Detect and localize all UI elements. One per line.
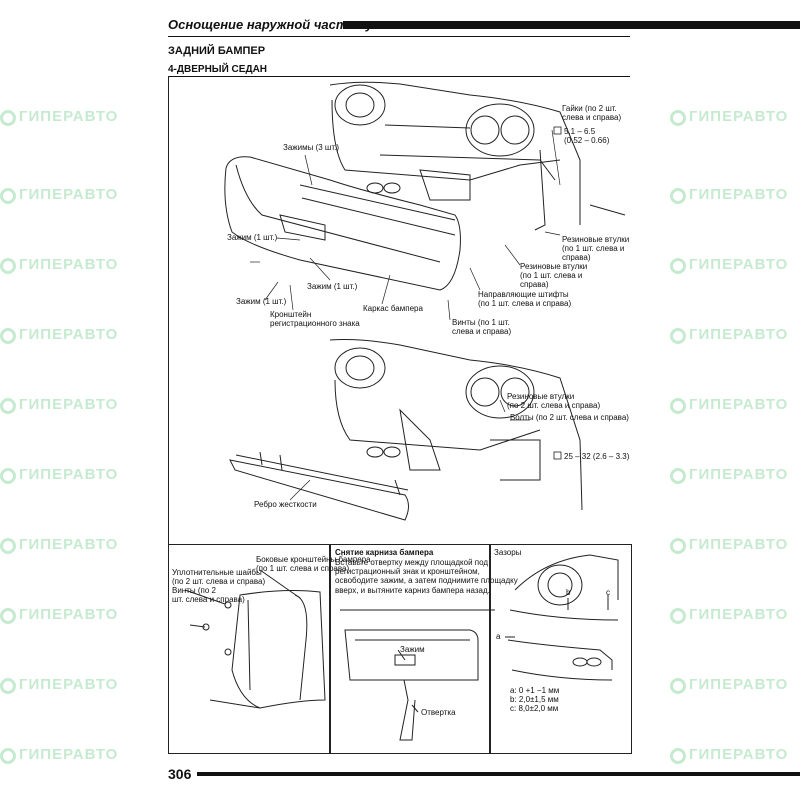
watermark-logo-icon <box>670 398 686 414</box>
watermark: ГИПЕРАВТО <box>0 396 118 414</box>
label-bumper-cover: Каркас бампера <box>363 304 423 313</box>
watermark: ГИПЕРАВТО <box>0 186 118 204</box>
watermark-logo-icon <box>0 678 16 694</box>
label-clip-small: Зажим <box>400 645 425 654</box>
watermark: ГИПЕРАВТО <box>670 536 788 554</box>
label-torque-1: 5.1 – 6.5 (0.52 – 0.66) <box>564 127 610 146</box>
label-reinforcement: Ребро жесткости <box>254 500 317 509</box>
torque-wrench-icon <box>553 451 562 460</box>
watermark-logo-icon <box>0 328 16 344</box>
page-number: 306 <box>168 766 192 782</box>
watermark: ГИПЕРАВТО <box>670 186 788 204</box>
label-clips-3: Зажимы (3 шт.) <box>283 143 339 152</box>
left-border <box>168 76 169 544</box>
label-torque-2: 25 – 32 (2.6 – 3.3) <box>564 452 630 461</box>
watermark-logo-icon <box>0 748 16 764</box>
label-bolts: Болты (по 2 шт. слева и справа) <box>510 413 629 422</box>
label-gaps: Зазоры <box>494 548 522 557</box>
watermark-logo-icon <box>0 538 16 554</box>
watermark-logo-icon <box>670 468 686 484</box>
watermark-logo-icon <box>0 188 16 204</box>
header-bar <box>343 21 800 29</box>
section-title: ЗАДНИЙ БАМПЕР <box>168 45 266 57</box>
header-rule <box>168 36 630 37</box>
watermark: ГИПЕРАВТО <box>0 108 118 126</box>
label-screws-2: Винты (по 2 шт. слева и справа) <box>172 586 245 605</box>
watermark: ГИПЕРАВТО <box>0 676 118 694</box>
car-rear-drawing-middle <box>329 339 583 511</box>
label-guide-pins: Направляющие штифты (по 1 шт. слева и сп… <box>478 290 572 309</box>
watermark-logo-icon <box>670 188 686 204</box>
watermark-logo-icon <box>0 110 16 126</box>
label-rubber-bush-1: Резиновые втулки (по 1 шт. слева и справ… <box>562 235 630 263</box>
watermark-logo-icon <box>670 538 686 554</box>
watermark-logo-icon <box>0 258 16 274</box>
watermark-logo-icon <box>0 608 16 624</box>
watermark: ГИПЕРАВТО <box>670 108 788 126</box>
watermark-logo-icon <box>670 678 686 694</box>
label-nuts: Гайки (по 2 шт. слева и справа) <box>562 104 622 123</box>
car-rear-drawing-top <box>329 81 626 231</box>
reinforcement-drawing <box>229 451 409 521</box>
side-brackets-panel <box>168 544 330 754</box>
watermark: ГИПЕРАВТО <box>670 466 788 484</box>
gap-b-letter: b <box>566 588 571 597</box>
watermark: ГИПЕРАВТО <box>0 606 118 624</box>
license-bracket-drawing <box>340 609 495 741</box>
watermark: ГИПЕРАВТО <box>0 326 118 344</box>
label-clip-1c: Зажим (1 шт.) <box>307 282 358 291</box>
watermark: ГИПЕРАВТО <box>0 536 118 554</box>
label-washers: Уплотнительные шайбы (по 2 шт. слева и с… <box>172 568 266 587</box>
watermark-logo-icon <box>670 748 686 764</box>
label-rubber-bush-2: Резиновые втулки (по 1 шт. слева и справ… <box>520 262 588 290</box>
watermark-logo-icon <box>670 608 686 624</box>
watermark-logo-icon <box>670 110 686 126</box>
torque-wrench-icon <box>553 126 562 135</box>
label-rubber-bush-3: Резиновые втулки (по 2 шт. слева и справ… <box>507 392 601 411</box>
removal-text: Вставьте отвертку между площадкой под ре… <box>335 558 518 595</box>
watermark: ГИПЕРАВТО <box>670 396 788 414</box>
watermark: ГИПЕРАВТО <box>670 606 788 624</box>
watermark: ГИПЕРАВТО <box>670 326 788 344</box>
label-screws-1: Винты (по 1 шт. слева и справа) <box>452 318 512 337</box>
label-clip-1a: Зажим (1 шт.) <box>227 233 278 242</box>
gap-c-letter: c <box>606 588 610 597</box>
gap-check-drawing <box>505 554 619 681</box>
watermark: ГИПЕРАВТО <box>670 676 788 694</box>
bumper-cover-drawing <box>224 156 461 291</box>
watermark-logo-icon <box>670 258 686 274</box>
watermark-logo-icon <box>0 398 16 414</box>
label-clip-1b: Зажим (1 шт.) <box>236 297 287 306</box>
gap-values: a: 0 +1 −1 мм b: 2,0±1,5 мм c: 8,0±2,0 м… <box>510 686 560 714</box>
watermark: ГИПЕРАВТО <box>670 746 788 764</box>
watermark-logo-icon <box>0 468 16 484</box>
subtitle-rule <box>168 76 630 77</box>
side-bracket-drawing <box>184 569 326 709</box>
watermark-logo-icon <box>670 328 686 344</box>
removal-title: Снятие карниза бампера <box>335 548 434 557</box>
watermark: ГИПЕРАВТО <box>0 466 118 484</box>
gap-a-letter: a <box>496 632 501 641</box>
watermark: ГИПЕРАВТО <box>670 256 788 274</box>
gaps-panel <box>490 544 632 754</box>
watermark: ГИПЕРАВТО <box>0 746 118 764</box>
removal-panel <box>330 544 490 754</box>
watermark: ГИПЕРАВТО <box>0 256 118 274</box>
label-side-brackets: Боковые кронштейны бампера (по 1 шт. сле… <box>256 555 371 574</box>
label-screwdriver: Отвертка <box>421 708 456 717</box>
footer-bar <box>197 772 800 776</box>
label-plate-bracket: Кронштейн регистрационного знака <box>270 310 360 329</box>
section-subtitle: 4-ДВЕРНЫЙ СЕДАН <box>168 64 268 75</box>
